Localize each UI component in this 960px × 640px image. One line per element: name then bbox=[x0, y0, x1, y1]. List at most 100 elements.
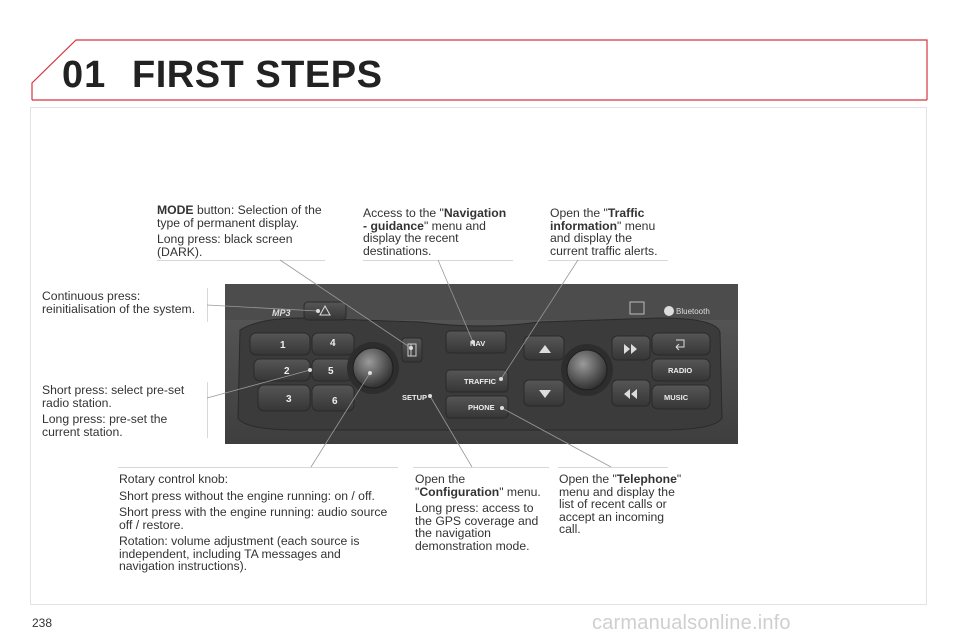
rotary-line3: Short press with the engine running: aud… bbox=[119, 505, 388, 532]
preset-button-1[interactable] bbox=[249, 332, 311, 356]
traffic-pre: Open the " bbox=[550, 206, 608, 220]
chapter-number: 01 bbox=[62, 54, 107, 96]
phone-button[interactable] bbox=[445, 395, 509, 419]
callout-setup: Open the "Configuration" menu. Long pres… bbox=[415, 473, 551, 556]
setup-bold: Configuration bbox=[419, 484, 500, 499]
rotary-control-knob[interactable] bbox=[352, 347, 394, 389]
right-control-knob[interactable] bbox=[566, 349, 608, 391]
rotary-line2: Short press without the engine running: … bbox=[119, 488, 375, 503]
leader-dot-preset bbox=[308, 368, 312, 372]
preset-text-short: Short press: select pre-set radio statio… bbox=[42, 383, 185, 410]
leader-dot-phone bbox=[500, 406, 504, 410]
leader-dot-reset bbox=[316, 309, 320, 313]
preset-label-3: 3 bbox=[286, 394, 292, 405]
preset-label-5: 5 bbox=[328, 366, 334, 377]
separator bbox=[413, 467, 549, 468]
traffic-button[interactable] bbox=[445, 369, 509, 393]
cd-slot-icon bbox=[629, 301, 645, 315]
leader-dot-rotary bbox=[368, 371, 372, 375]
callout-reset: Continuous press: reinitialisation of th… bbox=[42, 290, 210, 319]
separator bbox=[558, 467, 668, 468]
mp3-label: MP3 bbox=[272, 308, 291, 318]
setup-post: " menu. bbox=[499, 484, 541, 499]
panel-top-strip bbox=[225, 284, 738, 320]
up-arrow-icon bbox=[539, 345, 551, 353]
traffic-label: TRAFFIC bbox=[464, 377, 497, 386]
leader-dot-setup bbox=[428, 394, 432, 398]
down-arrow-icon bbox=[539, 390, 551, 398]
leader-dot-traffic bbox=[499, 377, 503, 381]
preset-label-4: 4 bbox=[330, 338, 336, 349]
phone-pre: Open the " bbox=[559, 472, 617, 486]
warning-icon bbox=[319, 304, 331, 316]
mode-button[interactable] bbox=[401, 337, 423, 363]
leader-dot-nav bbox=[471, 340, 475, 344]
watermark: carmanualsonline.info bbox=[592, 612, 791, 634]
chapter-title: FIRST STEPS bbox=[132, 54, 383, 96]
callout-preset: Short press: select pre-set radio statio… bbox=[42, 384, 192, 442]
phone-label: PHONE bbox=[468, 403, 495, 412]
nav-pre: Access to the " bbox=[363, 206, 444, 220]
header-frame bbox=[31, 39, 928, 101]
traffic-bold: Traffic information bbox=[550, 206, 645, 233]
preset-button-3[interactable] bbox=[257, 384, 311, 412]
music-button[interactable] bbox=[651, 384, 711, 410]
phone-bold: Telephone bbox=[616, 472, 677, 486]
callout-traffic: Open the "Traffic information" menu and … bbox=[550, 207, 668, 261]
rewind-icon bbox=[624, 389, 637, 399]
rewind-button[interactable] bbox=[611, 379, 651, 407]
radio-label: RADIO bbox=[668, 366, 692, 375]
content-frame bbox=[30, 107, 927, 605]
bluetooth-label: Bluetooth bbox=[676, 307, 710, 316]
mode-text: button: Selection of the type of permane… bbox=[157, 203, 322, 230]
fast-forward-icon bbox=[624, 344, 637, 354]
setup-long-press: Long press: access to the GPS coverage a… bbox=[415, 501, 539, 553]
preset-text-long: Long press: pre-set the current station. bbox=[42, 412, 168, 439]
preset-label-2: 2 bbox=[284, 366, 290, 377]
leader-lines bbox=[206, 259, 612, 468]
separator bbox=[548, 260, 668, 261]
leader-line-setup bbox=[429, 395, 473, 468]
nav-bold: Navigation - guidance bbox=[363, 206, 507, 233]
back-button[interactable] bbox=[651, 332, 711, 356]
rotary-line4: Rotation: volume adjustment (each source… bbox=[119, 534, 360, 573]
leader-line-nav bbox=[437, 259, 474, 343]
page-number: 238 bbox=[32, 616, 53, 630]
leader-line-rotary bbox=[310, 372, 371, 468]
mode-label: MODE bbox=[157, 203, 194, 217]
nav-post: " menu and display the recent destinatio… bbox=[363, 218, 486, 258]
separator bbox=[207, 382, 208, 438]
setup-pre: Open the " bbox=[415, 472, 466, 499]
nav-button[interactable] bbox=[445, 330, 507, 354]
music-label: MUSIC bbox=[664, 393, 689, 402]
preset-label-1: 1 bbox=[280, 340, 286, 351]
phone-post: " menu and display the list of recent ca… bbox=[559, 472, 682, 536]
back-icon bbox=[675, 339, 685, 351]
callout-phone: Open the "Telephone" menu and display th… bbox=[559, 473, 683, 540]
callout-rotary: Rotary control knob: Short press without… bbox=[119, 473, 397, 577]
callout-mode-button: MODE button: Selection of the type of pe… bbox=[157, 204, 339, 262]
preset-label-6: 6 bbox=[332, 396, 338, 407]
leader-dot-mode bbox=[409, 346, 413, 350]
leader-line-reset bbox=[206, 304, 319, 312]
leader-line-mode bbox=[279, 259, 412, 349]
preset-button-4[interactable] bbox=[311, 332, 355, 356]
rotary-line1: Rotary control knob: bbox=[119, 472, 229, 486]
traffic-post: " menu and display the current traffic a… bbox=[550, 218, 658, 258]
leader-line-traffic bbox=[500, 259, 579, 380]
nav-label: NAV bbox=[470, 339, 485, 348]
callout-nav: Access to the "Navigation - guidance" me… bbox=[363, 207, 513, 261]
reset-text: Continuous press: reinitialisation of th… bbox=[42, 289, 196, 316]
leader-line-preset bbox=[206, 369, 311, 399]
mode-long-press: Long press: black screen (DARK). bbox=[157, 232, 293, 259]
leader-line-phone bbox=[501, 407, 612, 468]
leader-dots bbox=[308, 309, 504, 410]
bluetooth-icon bbox=[664, 306, 674, 316]
separator bbox=[157, 260, 325, 261]
radio-button[interactable] bbox=[651, 358, 711, 382]
setup-label: SETUP bbox=[402, 393, 427, 402]
separator bbox=[118, 467, 398, 468]
header-accent-line bbox=[31, 39, 928, 100]
reset-button[interactable] bbox=[303, 301, 347, 321]
